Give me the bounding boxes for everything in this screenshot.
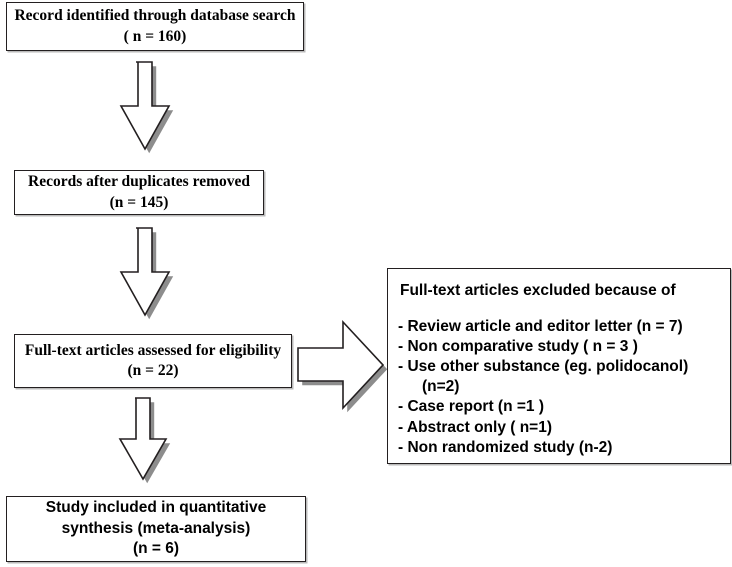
list-item: - Use other substance (eg. polidocanol) xyxy=(398,357,689,375)
list-item: - Review article and editor letter (n = … xyxy=(398,317,683,335)
list-item: - Case report (n =1 ) xyxy=(398,398,544,416)
list-item: (n=2) xyxy=(422,378,460,396)
box-included-line2: synthesis (meta-analysis) xyxy=(61,519,251,537)
right-arrow-icon-eligibility-to-excluded xyxy=(296,318,388,414)
box-fulltext-assessed-for-eligibility: Full-text articles assessed for eligibil… xyxy=(14,334,292,388)
down-arrow-icon-duplicates-to-eligibility xyxy=(118,226,174,320)
box-included-count: (n = 6) xyxy=(132,540,180,558)
down-arrow-icon-eligibility-to-included xyxy=(118,396,171,484)
box-records-after-duplicates-removed: Records after duplicates removed (n = 14… xyxy=(14,170,264,215)
box-duplicates-count: (n = 145) xyxy=(109,193,169,211)
box-records-identified-count: ( n = 160) xyxy=(123,27,187,45)
box-studies-included-in-synthesis: Study included in quantitative synthesis… xyxy=(6,496,306,562)
exclusion-reason-list: - Review article and editor letter (n = … xyxy=(396,317,730,458)
box-eligibility-count: (n = 22) xyxy=(127,362,179,379)
box-excluded-heading: Full-text articles excluded because of xyxy=(400,282,676,299)
box-eligibility-line1: Full-text articles assessed for eligibil… xyxy=(24,341,282,359)
list-item: - Abstract only ( n=1) xyxy=(398,418,553,436)
box-duplicates-line1: Records after duplicates removed xyxy=(28,173,250,191)
down-arrow-icon-identified-to-duplicates xyxy=(118,60,174,154)
list-item: - Non randomized study (n-2) xyxy=(398,438,613,456)
box-records-identified: Record identified through database searc… xyxy=(6,2,304,51)
box-fulltext-articles-excluded: Full-text articles excluded because of -… xyxy=(387,268,731,464)
box-included-line1: Study included in quantitative xyxy=(45,498,267,516)
box-records-identified-line1: Record identified through database searc… xyxy=(14,7,296,25)
list-item: - Non comparative study ( n = 3 ) xyxy=(398,337,638,355)
